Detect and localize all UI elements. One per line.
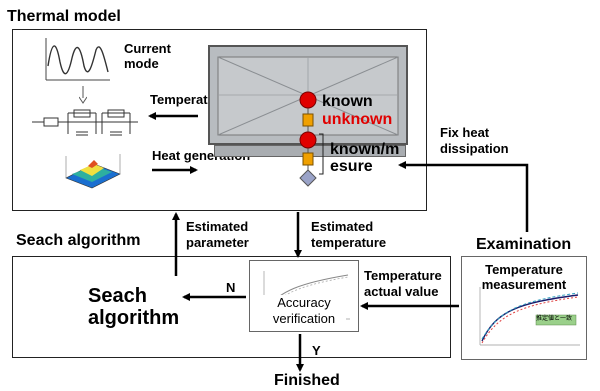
legend-text: 推定値と一致 [536,316,573,322]
boundary-node [299,169,317,187]
search-algorithm-title: Seach algorithm [16,232,141,249]
current-waveform-icon [45,38,110,81]
examination-title: Examination [476,236,572,253]
unknown-resistor [302,113,314,127]
current-mode-label: Current mode [124,41,171,71]
thermal-circuit-icon [32,109,138,136]
thermal-model-title: Thermal model [7,8,121,25]
known-label: known [322,93,373,110]
known-measure-label: known/m esure [330,141,400,175]
unknown-label: unknown [322,111,393,128]
waveform-down-arrow [79,86,87,104]
yes-label: Y [312,343,321,358]
estimated-temperature-label: Estimated temperature [311,219,387,250]
temperature-measurement-panel [461,256,587,360]
legend-box [535,314,577,326]
accuracy-verification-label: Accuracy verification [262,295,346,327]
bracket [319,133,324,175]
lower-resistor [302,152,314,166]
known-measure-node [299,131,317,149]
node-chain [299,91,317,187]
estimated-parameter-label: Estimated parameter [186,219,249,250]
temperature-measurement-label: Temperature measurement [481,262,567,292]
fix-heat-dissipation-label: Fix heat dissipation [440,125,509,156]
heat-surface-icon [65,154,121,189]
known-node [299,91,317,109]
thermal-model-box [12,29,427,211]
temperature-actual-value-label: Temperature actual value [364,268,442,299]
fix-heat-arrow [398,161,529,232]
finished-label: Finished [274,372,340,389]
no-label: N [226,280,236,295]
search-block-label: Seach algorithm [88,285,180,329]
